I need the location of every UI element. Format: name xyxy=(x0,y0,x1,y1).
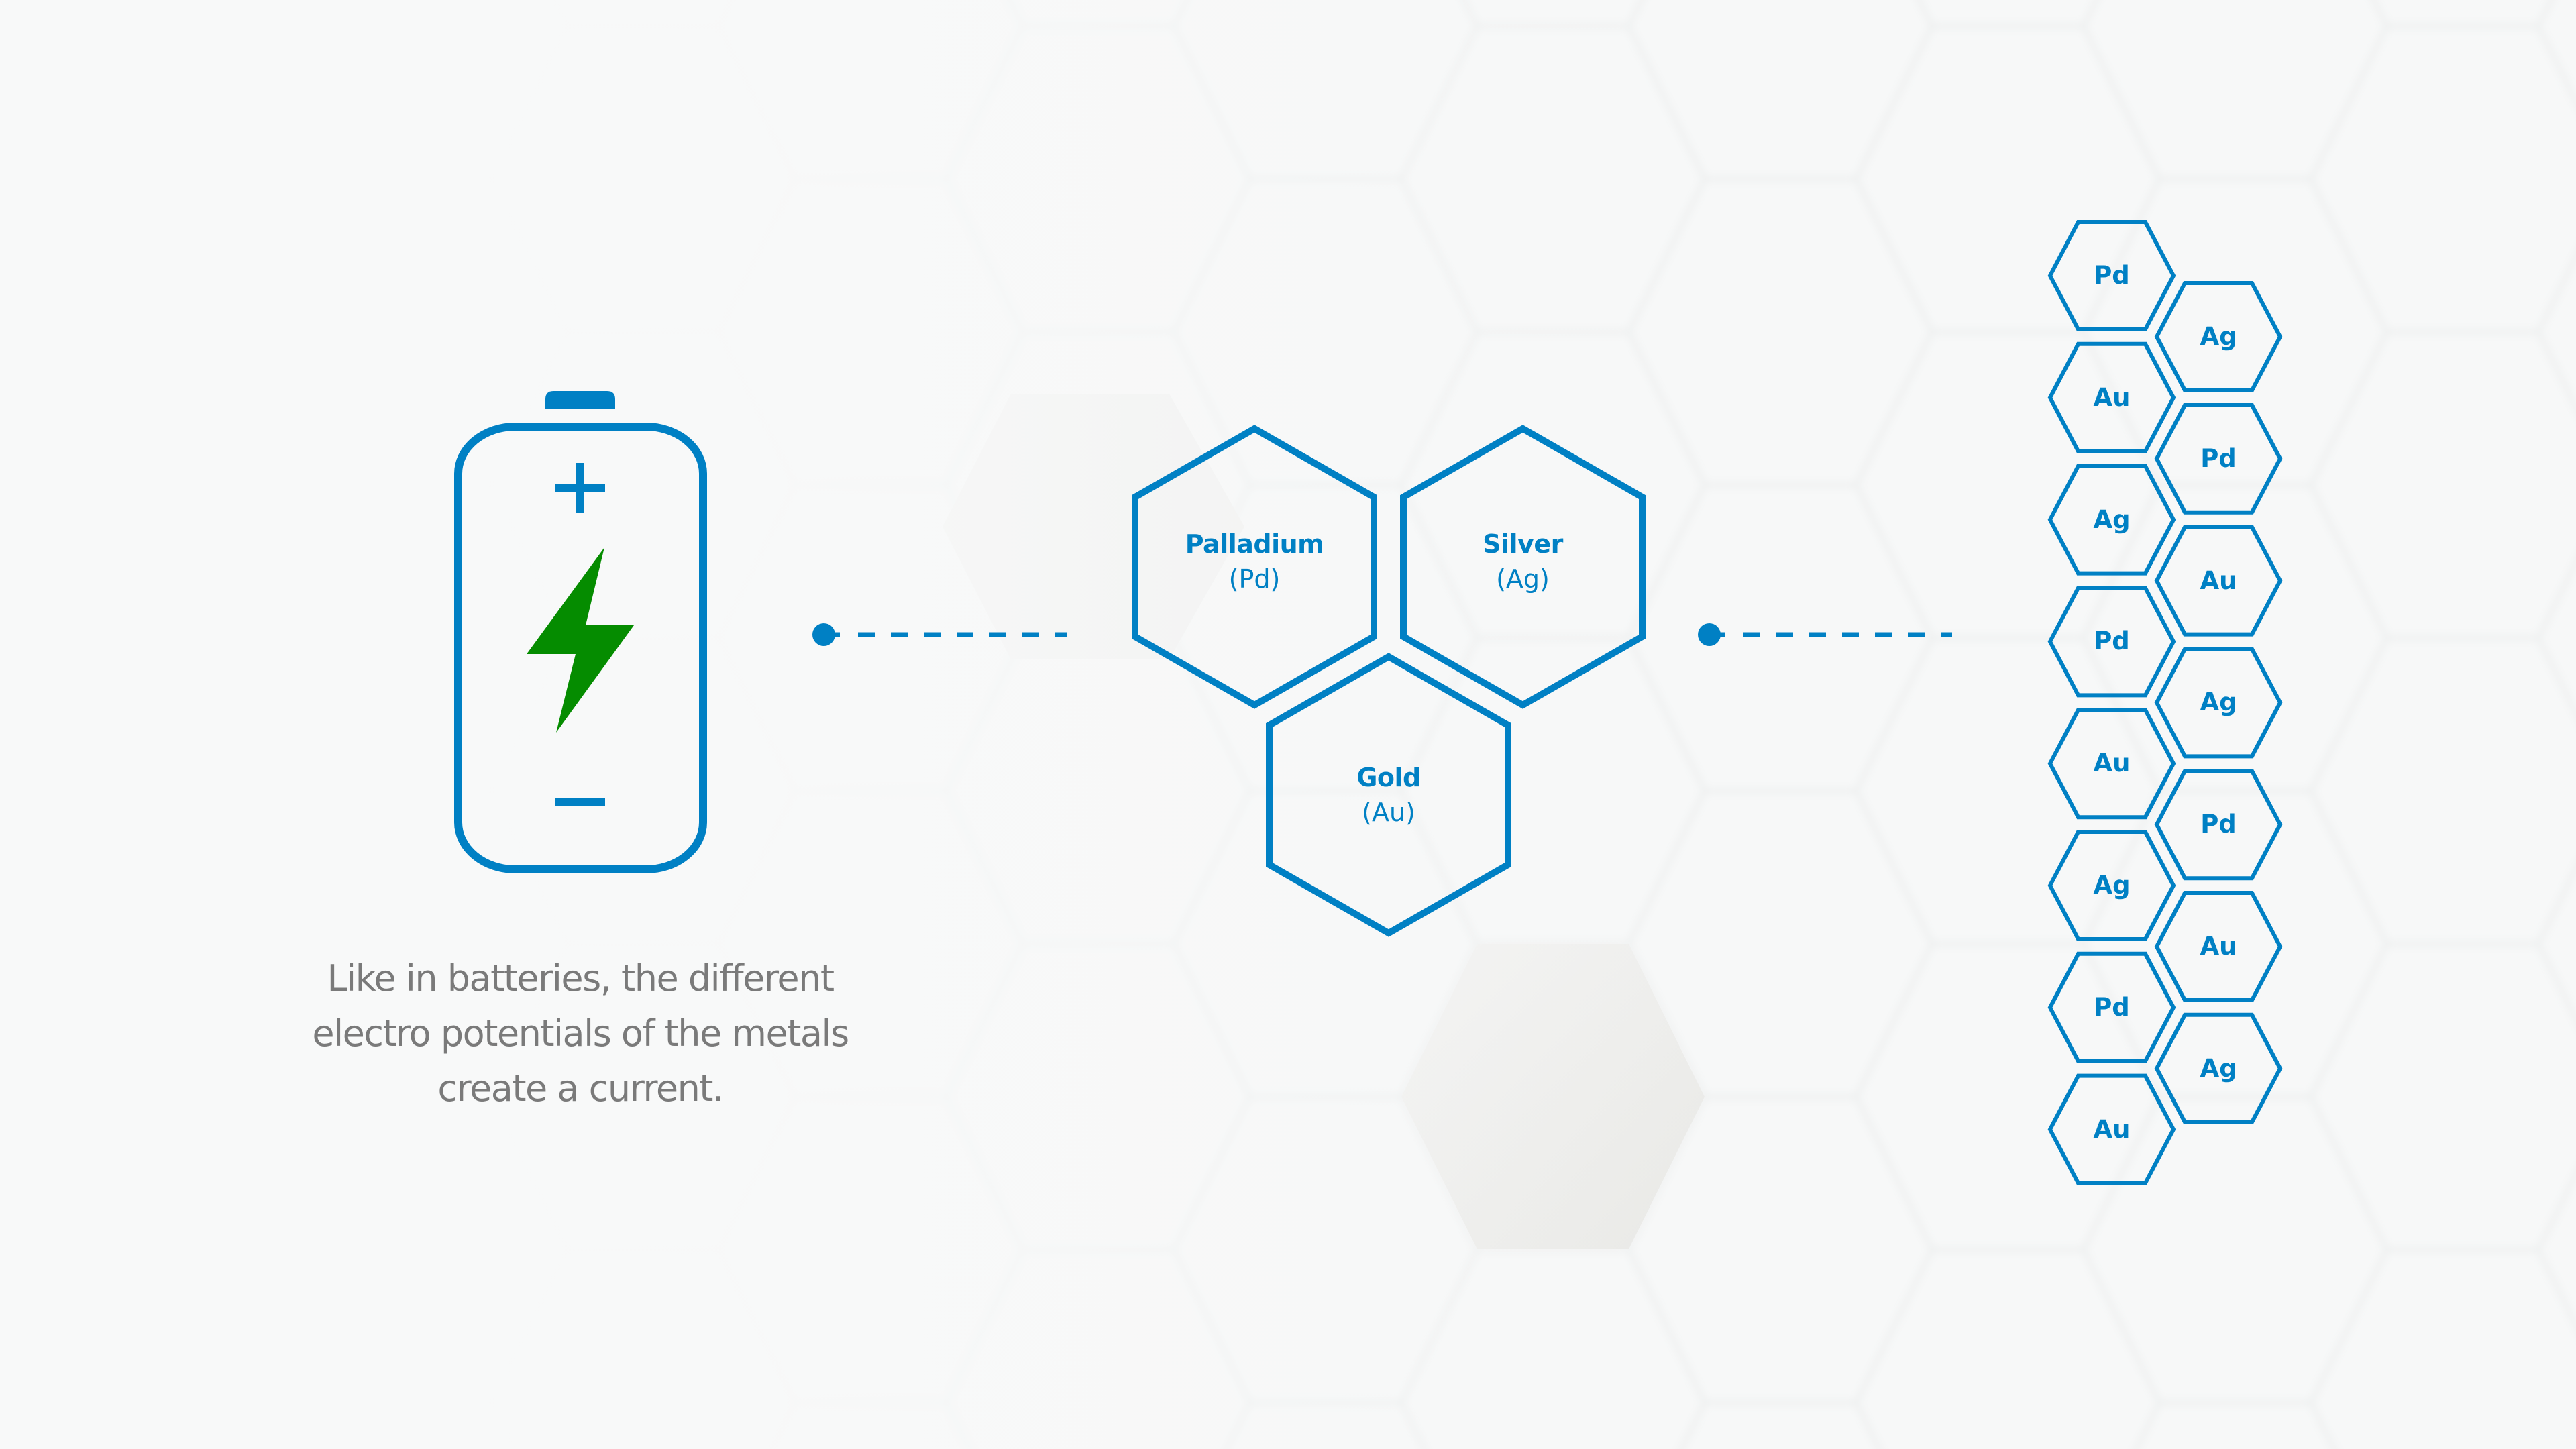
hexagon-silver xyxy=(1400,425,1646,709)
alloy-hexagon-label: Ag xyxy=(2093,504,2131,534)
alloy-hexagon-column xyxy=(2047,220,2283,1185)
alloy-hexagon-label: Au xyxy=(2093,382,2131,412)
alloy-hexagon-label: Au xyxy=(2200,932,2237,961)
plus-icon xyxy=(555,463,605,513)
alloy-hexagon xyxy=(2154,525,2283,637)
alloy-hexagon xyxy=(2154,281,2283,392)
dashed-connector-left xyxy=(812,623,1067,646)
metal-name: Palladium xyxy=(1185,529,1324,559)
alloy-hexagon xyxy=(2154,891,2283,1002)
lightning-bolt-icon xyxy=(527,547,634,733)
battery-body xyxy=(454,423,707,873)
metal-label-palladium: Palladium (Pd) xyxy=(1134,527,1375,596)
alloy-hexagon-label: Pd xyxy=(2200,810,2237,839)
alloy-hexagon xyxy=(2047,1073,2176,1185)
alloy-hexagon-label: Au xyxy=(2093,1114,2131,1144)
battery-icon xyxy=(454,391,707,873)
alloy-hexagon-label: Pd xyxy=(2094,261,2130,290)
alloy-hexagon-label: Ag xyxy=(2200,322,2237,351)
metal-label-silver: Silver (Ag) xyxy=(1402,527,1644,596)
alloy-hexagon-label: Au xyxy=(2200,566,2237,595)
alloy-hexagon-label: Pd xyxy=(2200,443,2237,473)
battery-terminal xyxy=(545,391,615,409)
alloy-hexagon-label: Au xyxy=(2093,749,2131,778)
hexagon-palladium xyxy=(1132,425,1377,709)
alloy-hexagon xyxy=(2154,402,2283,515)
metal-symbol: (Ag) xyxy=(1496,564,1550,594)
dashed-connector-right xyxy=(1698,623,1952,646)
battery-caption: Like in batteries, the different electro… xyxy=(268,951,892,1116)
caption-line: create a current. xyxy=(437,1067,724,1110)
alloy-hexagon xyxy=(2047,951,2176,1063)
alloy-hexagon xyxy=(2047,464,2176,576)
alloy-hexagon xyxy=(2047,220,2176,331)
minus-icon xyxy=(555,798,605,806)
alloy-hexagon xyxy=(2154,769,2283,881)
alloy-hexagon xyxy=(2154,1012,2283,1124)
alloy-hexagon xyxy=(2154,647,2283,759)
caption-line: Like in batteries, the different xyxy=(327,957,835,1000)
metal-label-gold: Gold (Au) xyxy=(1268,760,1509,830)
hexagon-gold xyxy=(1266,653,1511,937)
alloy-hexagon xyxy=(2047,830,2176,941)
alloy-hexagon xyxy=(2047,708,2176,820)
alloy-hexagon-label: Pd xyxy=(2094,992,2130,1022)
alloy-hexagon xyxy=(2047,586,2176,698)
metal-name: Silver xyxy=(1483,529,1563,559)
alloy-hexagon-label: Ag xyxy=(2093,871,2131,900)
metal-symbol: (Au) xyxy=(1362,798,1415,827)
alloy-hexagon-label: Pd xyxy=(2094,627,2130,656)
alloy-hexagon xyxy=(2047,341,2176,453)
caption-line: electro potentials of the metals xyxy=(312,1012,849,1055)
alloy-hexagon-label: Ag xyxy=(2200,688,2237,717)
metal-symbol: (Pd) xyxy=(1228,564,1281,594)
alloy-hexagon-label: Ag xyxy=(2200,1053,2237,1083)
metal-name: Gold xyxy=(1356,763,1421,792)
